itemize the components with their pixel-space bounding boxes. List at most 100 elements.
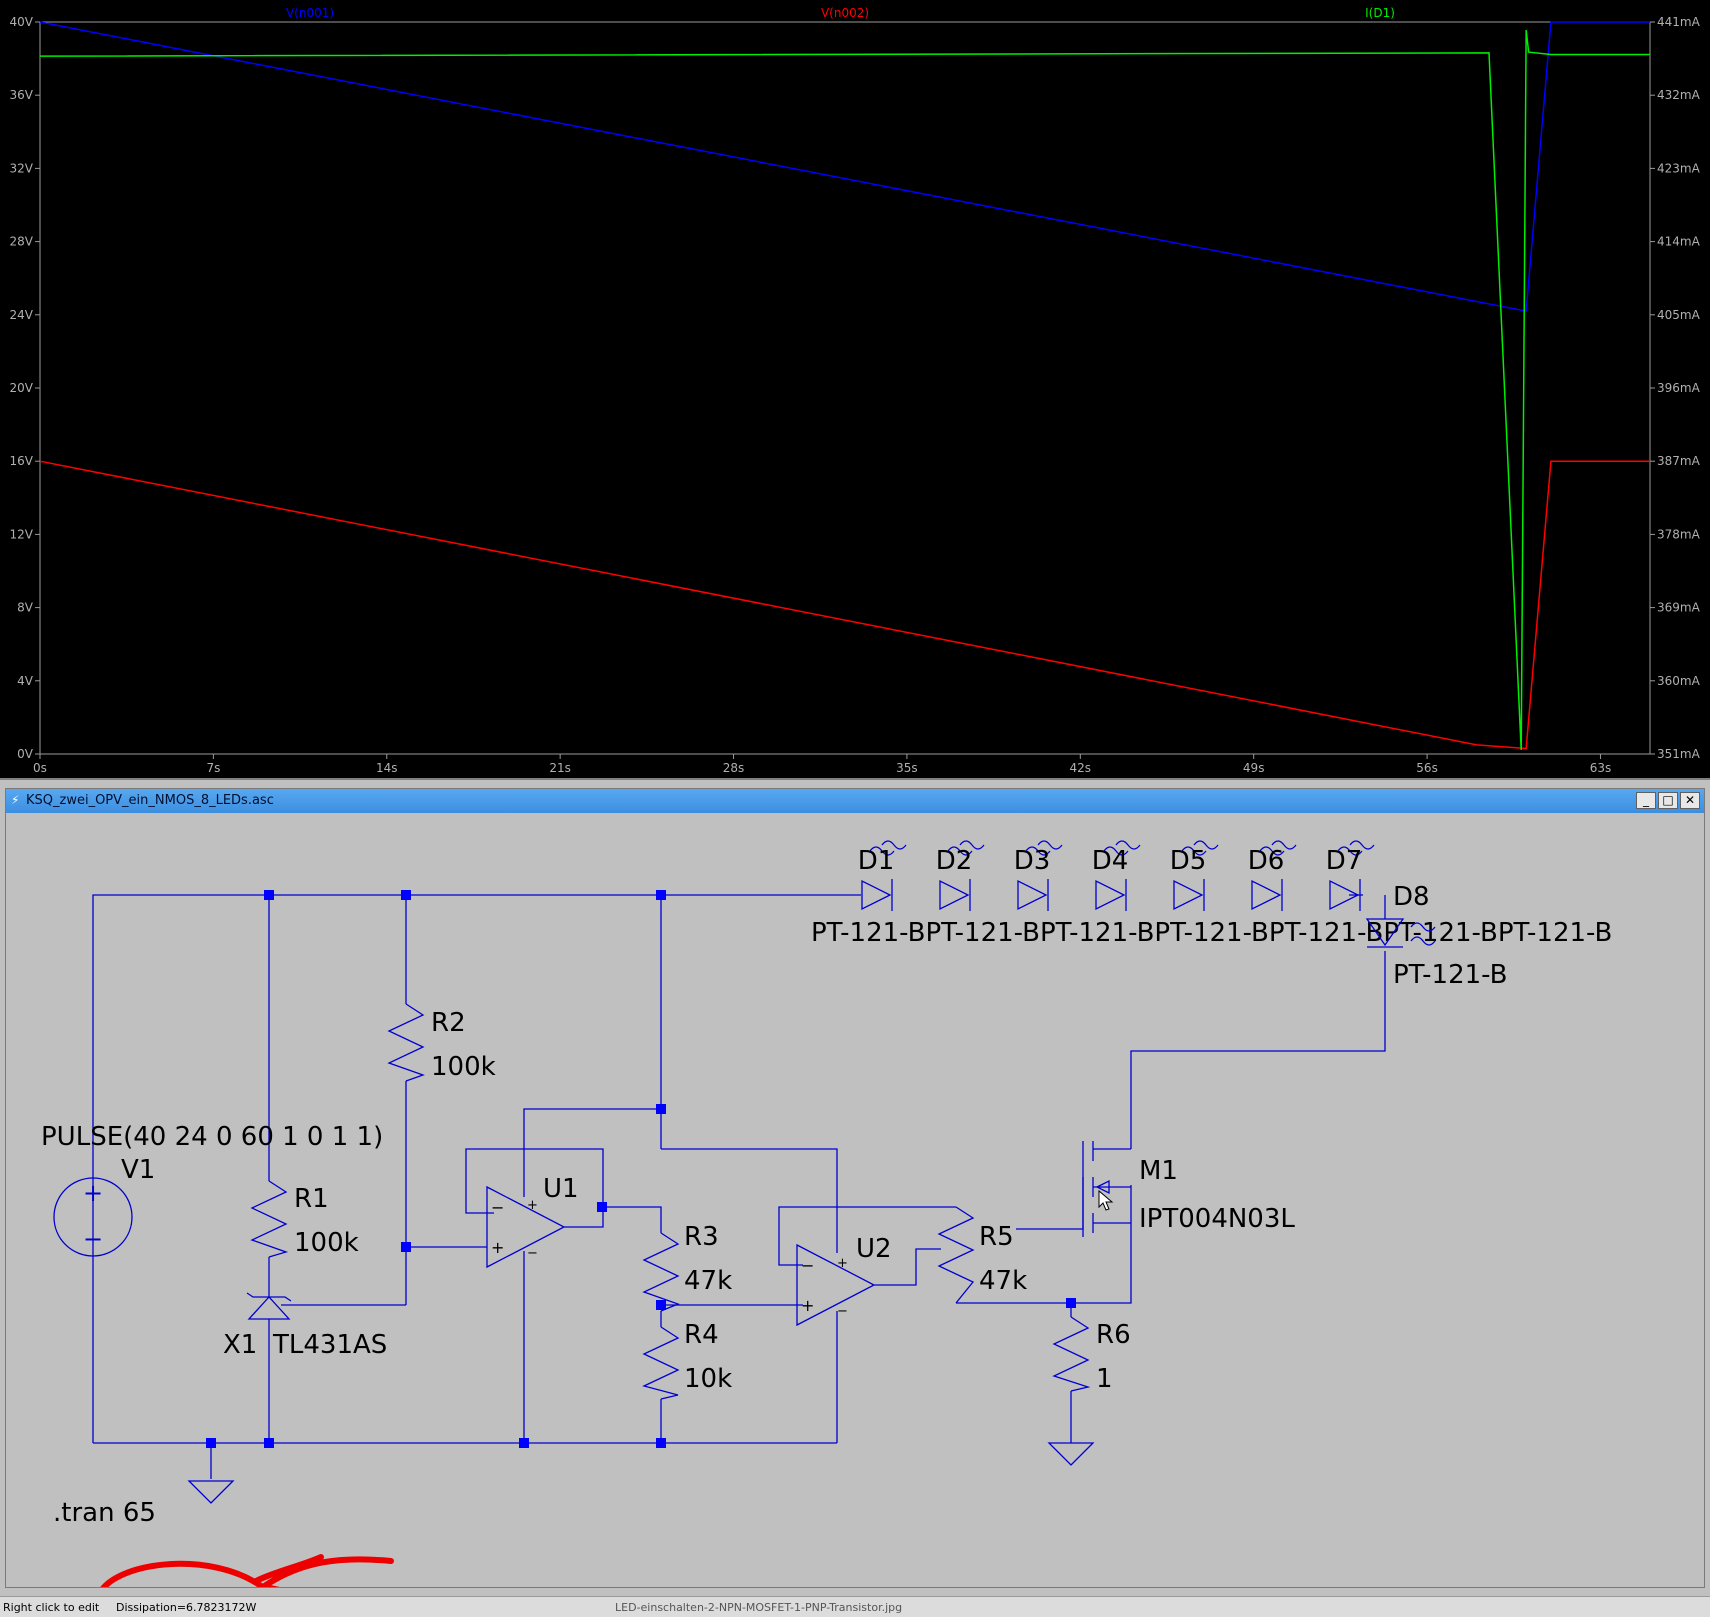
y-right-tick-label: 369mA — [1657, 601, 1701, 615]
x1-name[interactable]: X1 — [223, 1330, 257, 1360]
r5-name[interactable]: R5 — [979, 1222, 1014, 1252]
d8-name[interactable]: D8 — [1393, 882, 1430, 912]
r2-symbol — [387, 1003, 425, 1082]
legend-entry[interactable]: I(D1) — [1365, 6, 1395, 20]
r5-value[interactable]: 47k — [979, 1266, 1027, 1296]
r6-value[interactable]: 1 — [1096, 1364, 1113, 1394]
r4-symbol — [642, 1326, 680, 1400]
light-emission-icon — [947, 840, 985, 856]
u2-symbol — [796, 1243, 876, 1327]
led-name[interactable]: D7 — [1326, 846, 1363, 876]
r5-symbol — [937, 1206, 975, 1304]
y-left-tick-label: 0V — [17, 747, 34, 761]
svg-text:+: + — [527, 1198, 538, 1213]
x-tick-label: 7s — [206, 761, 220, 775]
close-button[interactable]: ✕ — [1680, 792, 1700, 809]
minimize-button[interactable]: _ — [1636, 792, 1656, 809]
y-right-tick-label: 387mA — [1657, 454, 1701, 468]
y-right-tick-label: 405mA — [1657, 308, 1701, 322]
led-d6[interactable]: D6 — [1248, 840, 1297, 911]
u1-name[interactable]: U1 — [543, 1174, 579, 1204]
led-string[interactable]: D1 D2 D3 D4 D5 D6 D7 — [858, 840, 1375, 911]
y-left-tick-label: 32V — [10, 161, 34, 175]
x-tick-label: 63s — [1590, 761, 1612, 775]
resistor-zigzags — [250, 1003, 1091, 1400]
trace-i-d1-[interactable] — [39, 30, 1650, 750]
y-left-tick-label: 24V — [10, 308, 34, 322]
x-tick-label: 14s — [376, 761, 398, 775]
led-name[interactable]: D3 — [1014, 846, 1051, 876]
opamp-symbols — [486, 1185, 876, 1327]
light-emission-icon — [1259, 840, 1297, 856]
window-titlebar[interactable]: ⚡ KSQ_zwei_OPV_ein_NMOS_8_LEDs.asc _ □ ✕ — [6, 789, 1704, 813]
x-tick-label: 21s — [549, 761, 571, 775]
led-d4[interactable]: D4 — [1092, 840, 1141, 911]
light-emission-icon — [869, 840, 907, 856]
schematic-window[interactable]: ⚡ KSQ_zwei_OPV_ein_NMOS_8_LEDs.asc _ □ ✕ — [5, 788, 1705, 1588]
legend-entry[interactable]: V(n001) — [286, 6, 334, 20]
trace-v-n001-[interactable] — [39, 21, 1650, 313]
r1-symbol — [250, 1180, 289, 1258]
r4-name[interactable]: R4 — [684, 1320, 719, 1350]
r4-value[interactable]: 10k — [684, 1364, 732, 1394]
m1-value[interactable]: IPT004N03L — [1139, 1204, 1295, 1234]
r1-value[interactable]: 100k — [294, 1228, 359, 1258]
svg-text:−: − — [837, 1304, 848, 1319]
svg-text:−: − — [491, 1198, 504, 1217]
led-d1[interactable]: D1 — [858, 840, 907, 911]
led-name[interactable]: D5 — [1170, 846, 1207, 876]
r3-symbol — [642, 1232, 680, 1312]
u2-name[interactable]: U2 — [856, 1234, 892, 1264]
r6-symbol — [1052, 1316, 1091, 1392]
y-left-tick-label: 20V — [10, 381, 34, 395]
x1-value[interactable]: TL431AS — [272, 1330, 387, 1360]
y-right-tick-label: 423mA — [1657, 161, 1701, 175]
plot-frame — [39, 21, 1651, 755]
y-right-tick-label: 396mA — [1657, 381, 1701, 395]
voltage-source-v1[interactable]: + − PULSE(40 24 0 60 1 0 1 1) V1 — [41, 1122, 383, 1257]
ground-icon — [1047, 1442, 1095, 1466]
led-d2[interactable]: D2 — [936, 840, 985, 911]
legend-entry[interactable]: V(n002) — [821, 6, 869, 20]
led-d3[interactable]: D3 — [1014, 840, 1063, 911]
wires — [92, 894, 1386, 1479]
x-tick-label: 42s — [1070, 761, 1092, 775]
r2-name[interactable]: R2 — [431, 1008, 466, 1038]
y-left-tick-label: 8V — [17, 601, 34, 615]
y-left-tick-label: 40V — [10, 15, 34, 29]
led-d7[interactable]: D7 — [1326, 840, 1375, 911]
led-model-labels[interactable]: PT-121-BPT-121-BPT-121-BPT-121-BPT-121-B… — [811, 918, 1612, 948]
led-name[interactable]: D4 — [1092, 846, 1129, 876]
taskbar-item[interactable]: LED-einschalten-2-NPN-MOSFET-1-PNP-Trans… — [615, 1601, 903, 1614]
r6-name[interactable]: R6 — [1096, 1320, 1131, 1350]
light-emission-icon — [1181, 840, 1219, 856]
mosfet-symbol — [1082, 1141, 1131, 1237]
x-tick-label: 0s — [33, 761, 47, 775]
led-name[interactable]: D2 — [936, 846, 973, 876]
y-left-tick-label: 16V — [10, 454, 34, 468]
led-d5[interactable]: D5 — [1170, 840, 1219, 911]
v1-name-label[interactable]: V1 — [121, 1155, 155, 1185]
m1-name[interactable]: M1 — [1139, 1156, 1178, 1186]
r2-value[interactable]: 100k — [431, 1052, 496, 1082]
r3-name[interactable]: R3 — [684, 1222, 719, 1252]
led-name[interactable]: D6 — [1248, 846, 1285, 876]
schematic-canvas[interactable]: + − PULSE(40 24 0 60 1 0 1 1) V1 R2 100k… — [6, 813, 1704, 1587]
trace-v-n002-[interactable] — [39, 460, 1650, 750]
status-dissipation: Dissipation=6.7823172W — [116, 1601, 257, 1614]
led-name[interactable]: D1 — [858, 846, 895, 876]
maximize-button[interactable]: □ — [1658, 792, 1678, 809]
y-left-tick-label: 28V — [10, 235, 34, 249]
v1-value-label[interactable]: PULSE(40 24 0 60 1 0 1 1) — [41, 1122, 383, 1152]
d8-model[interactable]: PT-121-B — [1393, 960, 1507, 990]
r3-value[interactable]: 47k — [684, 1266, 732, 1296]
y-right-tick-label: 414mA — [1657, 235, 1701, 249]
x-tick-label: 28s — [723, 761, 745, 775]
ground-icon — [187, 1480, 235, 1504]
window-title: KSQ_zwei_OPV_ein_NMOS_8_LEDs.asc — [26, 793, 274, 808]
r1-name[interactable]: R1 — [294, 1184, 329, 1214]
light-emission-icon — [1103, 840, 1141, 856]
tran-directive[interactable]: .tran 65 — [53, 1498, 156, 1528]
